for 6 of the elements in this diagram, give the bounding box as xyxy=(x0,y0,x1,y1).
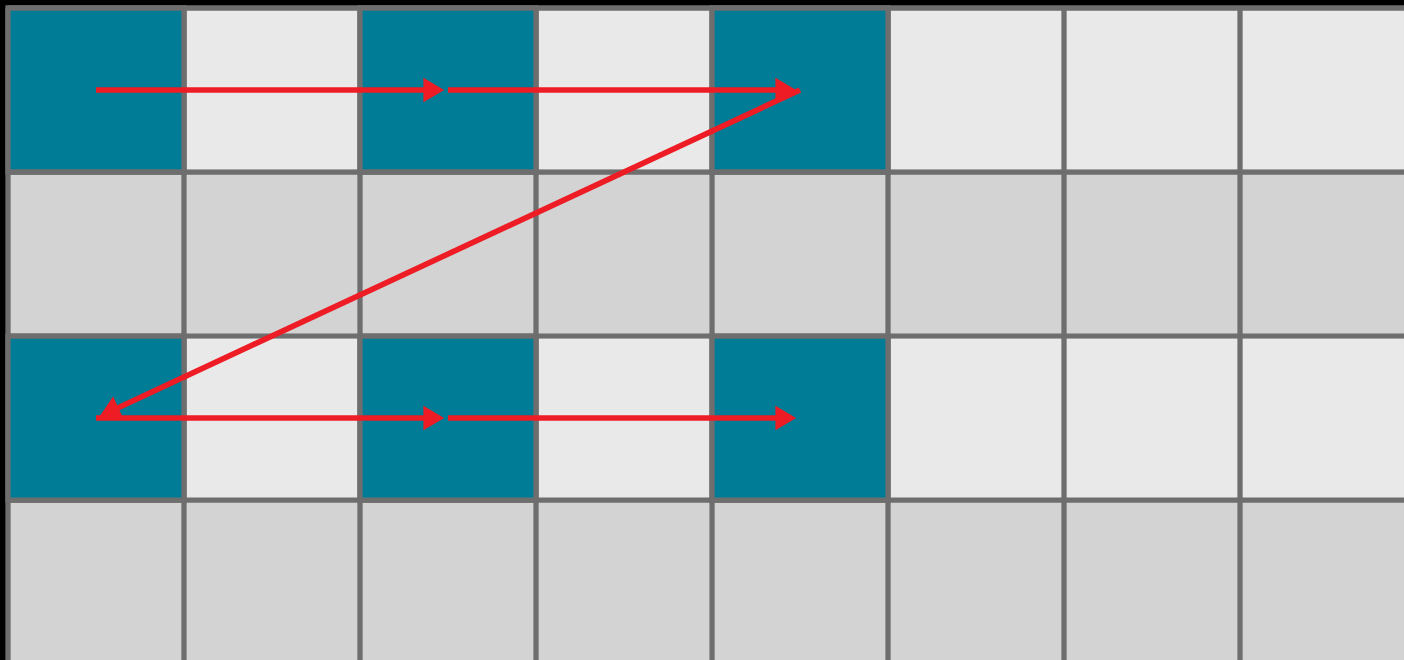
highlighted-cell xyxy=(709,5,891,175)
highlighted-cell xyxy=(5,5,187,175)
highlighted-cell xyxy=(357,333,539,503)
highlighted-cell xyxy=(357,5,539,175)
highlighted-cell xyxy=(709,333,891,503)
highlighted-cell xyxy=(5,333,187,503)
